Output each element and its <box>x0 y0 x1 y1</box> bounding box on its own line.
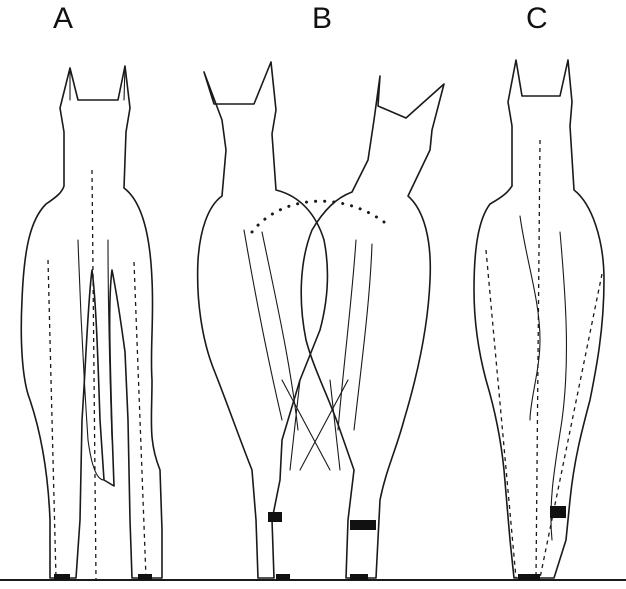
horse-c-plumb-line-right <box>540 274 602 578</box>
horse-c-plumb-line-center <box>536 140 540 578</box>
horse-b-hoof-ground-left <box>276 574 290 580</box>
horse-a-plumb-line-right <box>134 262 146 578</box>
horse-b-right-leg-lines <box>338 240 372 430</box>
horse-c-plumb-line-left <box>486 250 516 578</box>
horse-b-right-body-outline <box>301 76 444 578</box>
horse-a-hoof-right <box>138 574 152 580</box>
horse-b-left-body-outline <box>198 62 328 578</box>
horse-c <box>474 60 604 580</box>
horse-b-hoof-left <box>268 512 282 522</box>
horse-b-topline-dotted-arc <box>252 201 384 232</box>
horse-c-tail <box>520 216 540 420</box>
panel-label-b: B <box>312 4 332 34</box>
horse-a-hoof-left <box>54 574 70 580</box>
horse-c-leg-line <box>551 232 567 540</box>
horse-c-hoof <box>550 506 566 518</box>
panel-label-c: C <box>526 4 548 34</box>
horse-a-plumb-line-center <box>92 170 96 580</box>
horse-b <box>198 62 444 580</box>
horse-a-body-outline <box>21 66 162 578</box>
horse-b-hoof-right <box>350 520 376 530</box>
horse-c-hoof-ground <box>518 574 540 580</box>
horse-b-hoof-ground-right <box>350 574 368 580</box>
horse-a <box>21 66 162 580</box>
panel-label-a: A <box>53 4 73 34</box>
horse-b-left-leg-lines <box>244 230 298 430</box>
